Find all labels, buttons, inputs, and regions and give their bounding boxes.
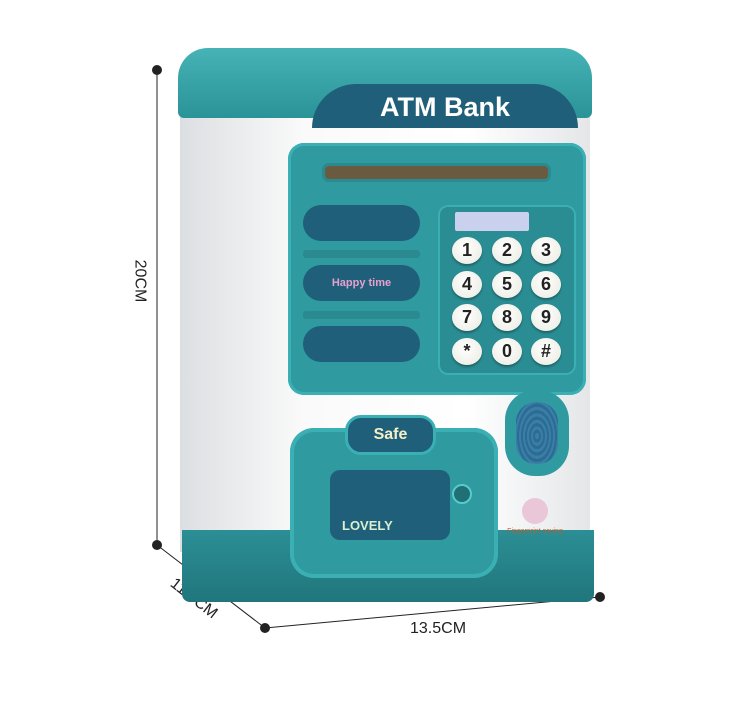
keypad-key: 2 (492, 237, 522, 264)
panda-sticker (303, 205, 420, 241)
brand-label: ATM Bank (312, 84, 578, 128)
coin-slot (322, 163, 551, 182)
keypad-key: # (531, 338, 561, 365)
lovely-sticker: LOVELY (330, 470, 450, 540)
keypad-key: 4 (452, 271, 482, 298)
height-label: 20CM (131, 259, 149, 303)
safe-label: Safe (345, 415, 436, 455)
panel-divider (303, 250, 420, 258)
lcd-display (455, 212, 529, 231)
dimension-dot (152, 540, 162, 550)
dimension-dot (152, 65, 162, 75)
keypad-key: 5 (492, 271, 522, 298)
bear-sticker (303, 326, 420, 362)
width-label: 13.5CM (410, 620, 467, 637)
keyhole-icon (452, 484, 472, 504)
corner-sticker-text: Fingerprint saving (507, 528, 563, 535)
corner-sticker: Fingerprint saving (500, 494, 570, 552)
dimension-dot (595, 592, 605, 602)
panel-divider (303, 311, 420, 319)
keypad-key: * (452, 338, 482, 365)
dimension-dot (260, 623, 270, 633)
keypad-key: 6 (531, 271, 561, 298)
lovely-text: LOVELY (342, 518, 393, 533)
keypad-key: 9 (531, 304, 561, 331)
keypad-key: 8 (492, 304, 522, 331)
fingerprint-icon (516, 402, 558, 464)
width-line (264, 596, 601, 629)
keypad-key: 1 (452, 237, 482, 264)
keypad-key: 0 (492, 338, 522, 365)
keypad-key: 3 (531, 237, 561, 264)
happy-time-sticker: Happy time (303, 265, 420, 301)
keypad-key: 7 (452, 304, 482, 331)
